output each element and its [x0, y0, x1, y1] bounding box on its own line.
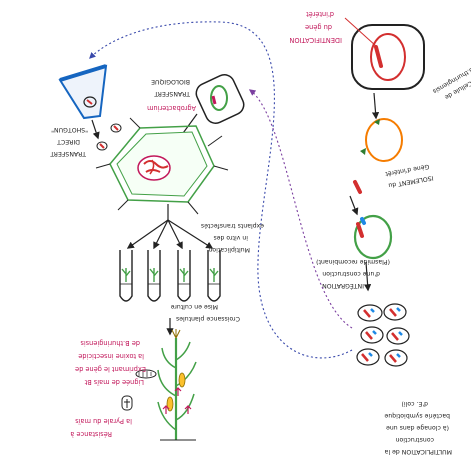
svg-text:Multiplication: Multiplication: [208, 246, 250, 253]
identification-label: IDENTIFICATION du gène d'intérêt: [289, 10, 342, 44]
svg-text:bactérie symbiotique: bactérie symbiotique: [384, 412, 450, 420]
svg-text:(Plasmide recombinant): (Plasmide recombinant): [316, 258, 390, 265]
svg-text:Lignée de maïs Bt: Lignée de maïs Bt: [84, 378, 144, 386]
svg-text:INTÉGRATION: INTÉGRATION: [322, 282, 364, 291]
transfert-bio-label: TRANSFERT BIOLOGIQUE: [151, 78, 191, 97]
svg-text:d'E. coli): d'E. coli): [401, 400, 428, 407]
svg-text:du gène: du gène: [305, 23, 332, 31]
dead-cross-icon: [122, 396, 132, 410]
svg-text:de B.thuringiensis: de B.thuringiensis: [80, 339, 140, 347]
svg-text:TRANSFERT: TRANSFERT: [154, 90, 191, 97]
svg-text:la Pyrale du maïs: la Pyrale du maïs: [75, 417, 132, 425]
svg-text:d'intérêt: d'intérêt: [306, 10, 334, 18]
resistance-label: Résistance à la Pyrale du maïs: [70, 417, 132, 438]
gene-fragment: [355, 182, 360, 192]
svg-text:explants transfectés: explants transfectés: [201, 222, 264, 230]
branching-arrows: [128, 220, 212, 248]
clone-cluster: [357, 304, 409, 366]
integration-label: INTÉGRATION d'une construction (Plasmide…: [316, 258, 390, 291]
svg-text:DIRECT: DIRECT: [57, 138, 80, 145]
svg-text:(à clonage dans une: (à clonage dans une: [386, 424, 449, 432]
cellule-label: Cellule de B.thuringiensis: [431, 66, 471, 105]
corn-plant-icon: [158, 329, 196, 440]
svg-text:IDENTIFICATION: IDENTIFICATION: [289, 36, 342, 44]
svg-text:Exprimant le gène de: Exprimant le gène de: [75, 365, 146, 373]
svg-text:in vitro des: in vitro des: [213, 234, 248, 241]
arrow-cell-to-plasmid: [374, 93, 376, 118]
agrobacterium-cell: [193, 72, 247, 127]
agrobacterium-label: Agrobacterium: [147, 104, 196, 112]
small-particles: [97, 124, 121, 150]
svg-text:d'une construction: d'une construction: [322, 270, 380, 277]
dotted-path-to-shotgun: [90, 22, 352, 358]
croissance-label: Croissance plantules Mise en culture: [170, 303, 240, 322]
dotted-path-to-agrobacterium: [250, 90, 352, 328]
svg-text:construction: construction: [395, 436, 434, 443]
transfert-direct-label: TRANSFERT DIRECT "SHOTGUN": [50, 126, 88, 157]
svg-text:Croissance plantules: Croissance plantules: [176, 315, 240, 322]
gene-gun-icon: [60, 66, 106, 118]
isolement-label: ISOLEMENT du Gène d'intérêt: [384, 162, 434, 189]
recombinant-plasmid: [355, 216, 391, 258]
test-tubes: [120, 250, 220, 301]
svg-text:BIOLOGIQUE: BIOLOGIQUE: [151, 78, 190, 85]
svg-text:Agrobacterium: Agrobacterium: [147, 104, 196, 112]
svg-text:Mise en culture: Mise en culture: [170, 303, 218, 310]
mais-bt-label: Lignée de maïs Bt Exprimant le gène de l…: [75, 339, 146, 386]
svg-text:TRANSFERT: TRANSFERT: [50, 150, 87, 157]
svg-text:Résistance à: Résistance à: [70, 430, 112, 438]
orange-plasmid: [360, 119, 402, 161]
svg-text:la toxine insecticide: la toxine insecticide: [78, 352, 144, 360]
svg-text:"SHOTGUN": "SHOTGUN": [51, 126, 88, 133]
arrow-gun-down: [92, 120, 98, 138]
multi-vitro-label: Multiplication in vitro des explants tra…: [201, 222, 264, 253]
arrow-gene-to-integration: [350, 196, 357, 214]
svg-text:MULTIPLICATION de la: MULTIPLICATION de la: [384, 448, 452, 455]
multiplication-label: MULTIPLICATION de la construction (à clo…: [384, 400, 452, 455]
